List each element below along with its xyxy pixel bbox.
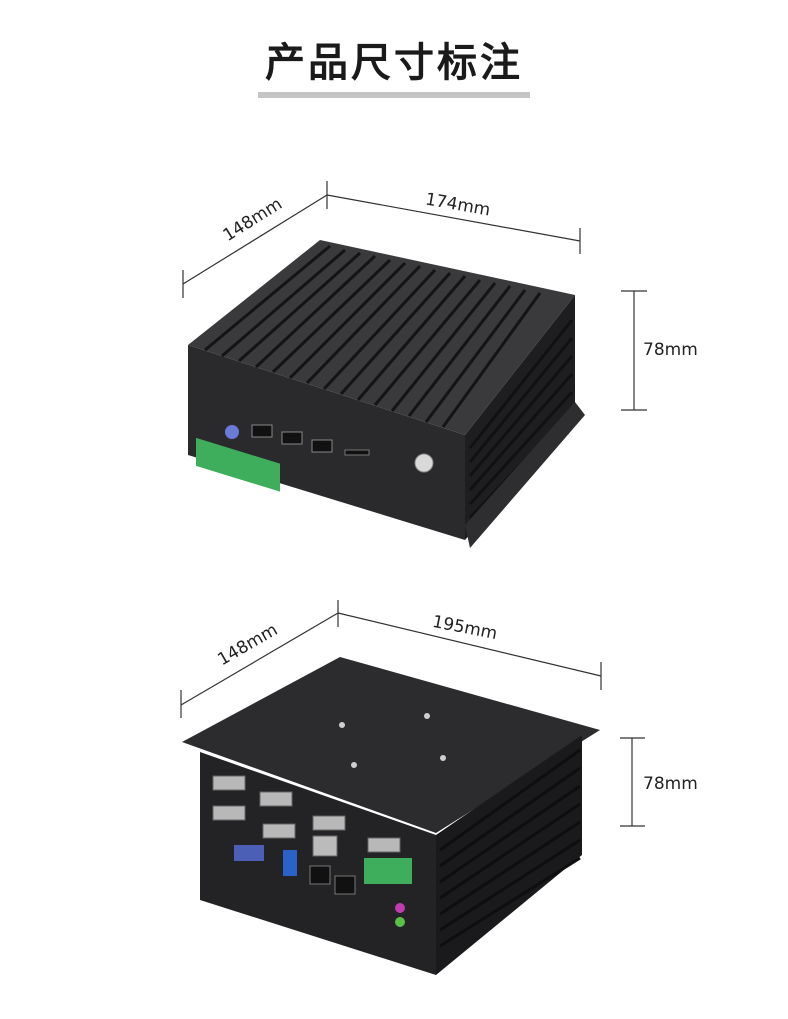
bottom-serial-ports	[212, 775, 401, 853]
bottom-terminal-block	[364, 858, 412, 884]
bottom-dimension-lines	[180, 600, 645, 827]
top-ps2-port	[225, 425, 239, 439]
bottom-height-label: 78mm	[643, 774, 698, 794]
bottom-audio-port	[395, 903, 405, 913]
top-product-figure: 148mm 174mm 78mm	[182, 181, 698, 548]
top-product-image	[182, 181, 647, 548]
top-dimension-lines	[182, 181, 647, 411]
top-height-label: 78mm	[643, 340, 698, 360]
page-title: 产品尺寸标注	[265, 40, 523, 86]
bottom-lan-port	[312, 835, 338, 857]
bottom-vga-port	[234, 845, 264, 861]
top-side-fins	[468, 319, 574, 520]
top-heatsink-fins	[204, 244, 542, 428]
top-terminal-block	[196, 437, 280, 492]
bottom-side-fins	[439, 748, 581, 948]
top-power-button	[414, 453, 434, 473]
title-underline	[258, 92, 530, 98]
bottom-usb3-port	[283, 850, 297, 876]
